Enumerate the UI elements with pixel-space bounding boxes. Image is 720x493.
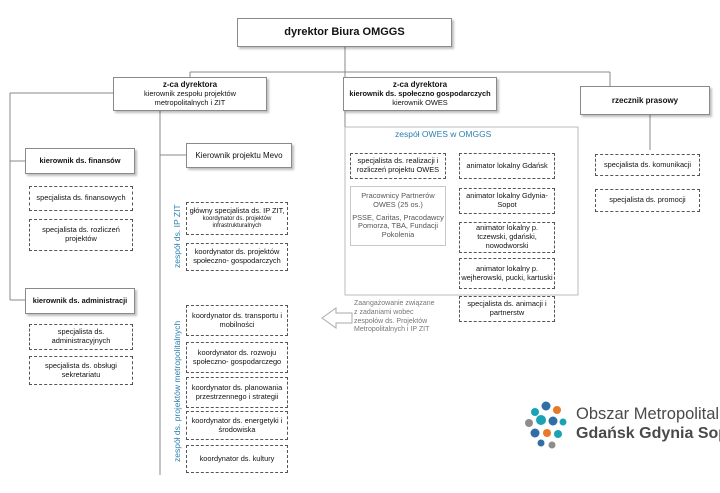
owes-animator-4: animator lokalny p. wejherowski, pucki, … bbox=[459, 258, 555, 289]
deputy-metro-box: z-ca dyrektora kierownik zespołu projekt… bbox=[113, 77, 267, 111]
owes-animator-2-label: animator lokalny Gdynia-Sopot bbox=[466, 191, 548, 209]
metro-team-label: zespół ds. projektów metropolitalnych bbox=[172, 320, 182, 462]
zit-item-2: koordynator ds. projektów społeczno- gos… bbox=[186, 243, 288, 271]
deputy-metro-title: z-ca dyrektora bbox=[162, 80, 218, 90]
director-box: dyrektor Biura OMGGS bbox=[237, 18, 452, 47]
metro-item-2-label: koordynator ds. rozwoju społeczno- gospo… bbox=[192, 347, 282, 366]
deputy-owes-line1: kierownik ds. społeczno gospodarczych bbox=[349, 88, 491, 98]
logo-mark-icon bbox=[525, 401, 567, 449]
admin-head: kierownik ds. administracji bbox=[32, 295, 128, 305]
owes-partners-line2: OWES (25 os.) bbox=[373, 199, 423, 209]
owes-animator-2: animator lokalny Gdynia-Sopot bbox=[459, 188, 555, 214]
deputy-owes-box: z-ca dyrektora kierownik ds. społeczno g… bbox=[343, 77, 497, 111]
zit-item-2-label: koordynator ds. projektów społeczno- gos… bbox=[193, 247, 281, 265]
zit-item-1-sub: koordynator ds. projektów infrastruktura… bbox=[202, 215, 272, 229]
press-title: rzecznik prasowy bbox=[611, 95, 679, 105]
metro-item-3: koordynator ds. planowania przestrzenneg… bbox=[186, 377, 288, 408]
deputy-metro-line1: kierownik zespołu projektów bbox=[143, 88, 236, 98]
metro-item-4: koordynator ds. energetyki i środowiska bbox=[186, 411, 288, 440]
mevo-head: Kierownik projektu Mevo bbox=[195, 150, 283, 160]
press-item-2-label: specjalista ds. promocji bbox=[609, 195, 686, 205]
owes-animator-5-label: specjalista ds. animacji i partnerstw bbox=[467, 299, 547, 317]
admin-item-1: specjalista ds. administracyjnych bbox=[29, 324, 133, 350]
metro-item-1-label: koordynator ds. transportu i mobilności bbox=[192, 310, 282, 329]
finance-item-1: specjalista ds. finansowych bbox=[29, 186, 133, 211]
logo-line1: Obszar Metropolitalny bbox=[576, 405, 720, 423]
owes-animator-1: animator lokalny Gdańsk bbox=[459, 153, 555, 179]
metro-item-1: koordynator ds. transportu i mobilności bbox=[186, 305, 288, 336]
owes-animator-5: specjalista ds. animacji i partnerstw bbox=[459, 296, 555, 322]
deputy-owes-title: z-ca dyrektora bbox=[392, 80, 448, 90]
owes-animator-3: animator lokalny p. tczewski, gdański, n… bbox=[459, 222, 555, 253]
owes-partners-line1: Pracownicy Partnerów bbox=[361, 190, 435, 200]
press-box: rzecznik prasowy bbox=[580, 86, 710, 115]
metro-item-2: koordynator ds. rozwoju społeczno- gospo… bbox=[186, 342, 288, 373]
finance-head: kierownik ds. finansów bbox=[39, 155, 121, 165]
owes-partners-box: Pracownicy Partnerów OWES (25 os.) PSSE,… bbox=[350, 186, 446, 246]
finance-item-1-label: specjalista ds. finansowych bbox=[36, 193, 126, 203]
zit-item-1-main: główny specjalista ds. IP ZIT, bbox=[189, 205, 285, 215]
deputy-metro-line2: metropolitalnych i ZIT bbox=[154, 97, 226, 107]
admin-head-box: kierownik ds. administracji bbox=[25, 288, 135, 314]
owes-realization-label: specjalista ds. realizacji i rozliczeń p… bbox=[356, 156, 440, 174]
logo-line2: Gdańsk Gdynia Sopot bbox=[576, 425, 720, 442]
admin-item-2-label: specjalista ds. obsługi sekretariatu bbox=[45, 360, 117, 379]
press-item-1-label: specjalista ds. komunikacji bbox=[603, 159, 692, 169]
metro-item-3-label: koordynator ds. planowania przestrzenneg… bbox=[191, 382, 283, 401]
owes-animator-4-label: animator lokalny p. wejherowski, pucki, … bbox=[461, 263, 553, 282]
owes-partners-line3: PSSE, Caritas, Pracodawcy Pomorza, TBA, … bbox=[352, 212, 444, 240]
owes-note: Zaangażowanie związane z zadaniami wobec… bbox=[354, 300, 435, 334]
press-item-1: specjalista ds. komunikacji bbox=[595, 154, 700, 176]
owes-realization-box: specjalista ds. realizacji i rozliczeń p… bbox=[350, 153, 446, 179]
press-item-2: specjalista ds. promocji bbox=[595, 189, 700, 212]
deputy-owes-line2: kierownik OWES bbox=[392, 97, 448, 107]
director-title: dyrektor Biura OMGGS bbox=[284, 25, 405, 38]
metro-item-5-label: koordynator ds. kultury bbox=[199, 453, 275, 463]
finance-item-2-label: specjalista ds. rozliczeń projektów bbox=[42, 225, 120, 243]
zit-team-label: zespół ds. IP ZIT bbox=[172, 204, 182, 268]
metro-item-4-label: koordynator ds. energetyki i środowiska bbox=[191, 415, 283, 434]
admin-item-1-label: specjalista ds. administracyjnych bbox=[51, 327, 111, 345]
owes-animator-1-label: animator lokalny Gdańsk bbox=[466, 160, 548, 170]
owes-animator-3-label: animator lokalny p. tczewski, gdański, n… bbox=[475, 223, 539, 250]
admin-item-2: specjalista ds. obsługi sekretariatu bbox=[29, 356, 133, 385]
finance-item-2: specjalista ds. rozliczeń projektów bbox=[29, 219, 133, 251]
finance-head-box: kierownik ds. finansów bbox=[25, 148, 135, 174]
metro-item-5: koordynator ds. kultury bbox=[186, 445, 288, 473]
zit-item-1: główny specjalista ds. IP ZIT, koordynat… bbox=[186, 202, 288, 235]
mevo-head-box: Kierownik projektu Mevo bbox=[186, 143, 292, 168]
owes-team-label: zespół OWES w OMGGS bbox=[395, 129, 492, 139]
